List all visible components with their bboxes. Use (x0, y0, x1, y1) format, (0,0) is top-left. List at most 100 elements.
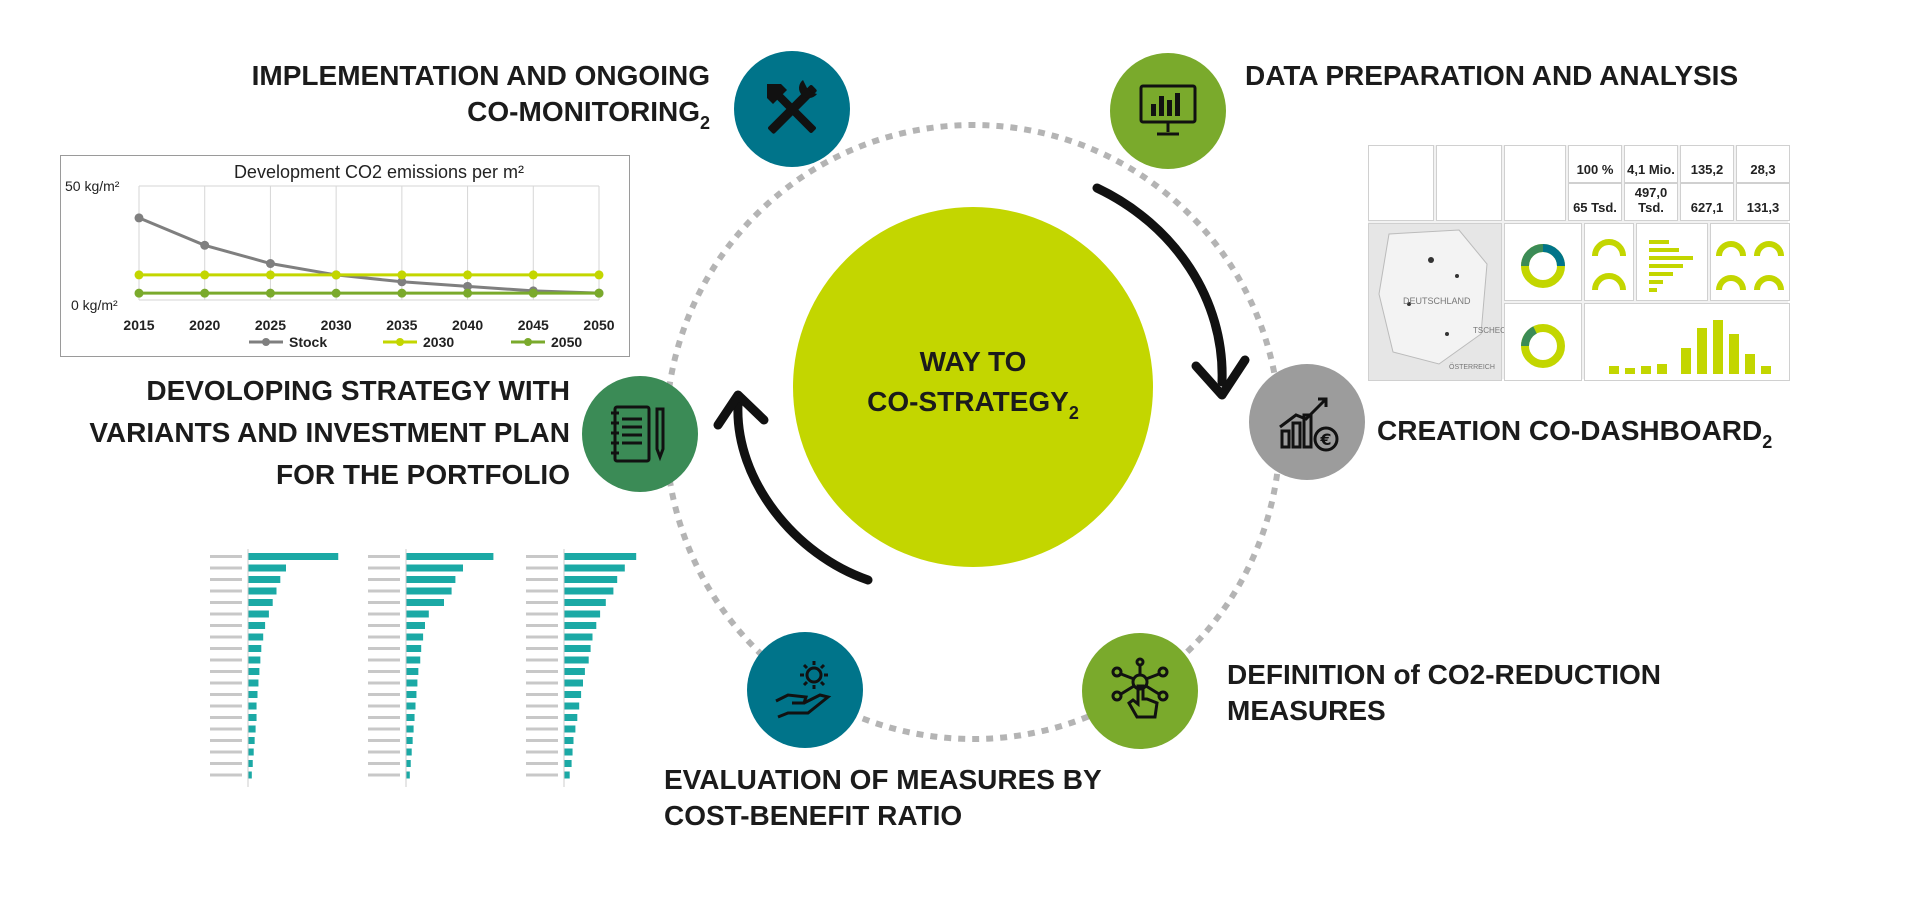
ranking-chart-3 (512, 537, 642, 797)
node-evaluation (747, 632, 863, 748)
x-tick-label: 2040 (452, 317, 483, 333)
ranking-bar (248, 702, 257, 710)
ranking-label-placeholder (210, 578, 242, 581)
ranking-label-placeholder (526, 762, 558, 765)
arrow-top-right-head (1191, 355, 1250, 400)
legend-marker (524, 338, 532, 346)
column-panel (1584, 303, 1790, 381)
ranking-label-placeholder (368, 762, 400, 765)
ranking-bar (406, 737, 413, 744)
data-point (200, 240, 210, 250)
node-implementation (734, 51, 850, 167)
data-point (594, 270, 604, 280)
arrow-top-right (1092, 183, 1227, 387)
node-definition (1082, 633, 1198, 749)
ranking-bar (406, 725, 414, 733)
data-point (200, 270, 210, 280)
gauge-panel-2 (1710, 223, 1790, 301)
gauge-charts (1592, 239, 1626, 291)
filter-panel-3 (1504, 145, 1566, 221)
data-point (134, 288, 144, 298)
ranking-bar (248, 587, 277, 595)
ranking-bar (248, 610, 269, 618)
center-line2: CO-STRATEGY2 (867, 385, 1079, 423)
map-label-at: ÖSTERREICH (1449, 364, 1495, 371)
ranking-label-placeholder (368, 681, 400, 685)
ranking-bar (406, 760, 411, 767)
ranking-bar (406, 553, 494, 560)
ranking-label-placeholder (526, 750, 558, 754)
ranking-bar (248, 679, 259, 687)
ranking-label-placeholder (368, 612, 400, 616)
ranking-label-placeholder (526, 693, 558, 696)
ranking-bar (248, 599, 273, 606)
ranking-bar (248, 668, 260, 675)
map-label-cz: TSCHEC (1473, 326, 1506, 335)
ranking-label-placeholder (526, 739, 558, 742)
data-point (463, 270, 473, 280)
ranking-bars-3 (526, 549, 637, 787)
gauge-panel (1584, 223, 1634, 301)
x-tick-label: 2050 (583, 317, 614, 333)
ranking-bar (406, 679, 418, 687)
donut-chart-2 (1521, 324, 1565, 368)
ranking-bar (406, 748, 412, 756)
hand-gear-icon (775, 661, 832, 719)
ranking-bar (564, 610, 601, 618)
ranking-label-placeholder (210, 624, 242, 627)
ranking-label-placeholder (210, 693, 242, 696)
label-definition: DEFINITION of CO2-REDUCTION MEASURES (1227, 659, 1661, 726)
legend-label: 2050 (551, 334, 582, 350)
ranking-label-placeholder (526, 773, 558, 777)
ranking-bar (564, 668, 585, 675)
x-tick-label: 2030 (321, 317, 352, 333)
hbar-chart (1649, 240, 1693, 292)
ranking-label-placeholder (210, 716, 242, 719)
ranking-label-placeholder (210, 739, 242, 742)
ranking-label-placeholder (368, 739, 400, 742)
ranking-bar (564, 725, 576, 733)
ranking-bar (248, 771, 252, 779)
ranking-bar (406, 714, 415, 721)
ranking-label-placeholder (526, 566, 558, 570)
ranking-label-placeholder (526, 578, 558, 581)
ranking-bar (406, 599, 444, 606)
legend-label: Stock (289, 334, 327, 350)
node-data-prep (1110, 53, 1226, 169)
data-point (200, 288, 210, 298)
ranking-bar (564, 576, 618, 583)
ranking-bars-2 (368, 549, 494, 787)
ranking-label-placeholder (210, 773, 242, 777)
ranking-label-placeholder (210, 555, 242, 558)
ranking-label-placeholder (526, 658, 558, 662)
ranking-label-placeholder (210, 635, 242, 639)
ranking-bar (564, 656, 589, 664)
gauge-charts-2 (1716, 241, 1784, 291)
growth-chart-euro-icon: € (1279, 397, 1339, 452)
ranking-label-placeholder (368, 601, 400, 604)
ranking-label-placeholder (368, 555, 400, 558)
ranking-label-placeholder (210, 681, 242, 685)
ranking-bar (406, 691, 417, 698)
node-strategy (582, 376, 698, 492)
ranking-label-placeholder (210, 727, 242, 731)
ranking-bar (248, 622, 266, 629)
label-strategy: DEVOLOPING STRATEGY WITH VARIANTS AND IN… (89, 375, 570, 490)
ranking-label-placeholder (526, 716, 558, 719)
data-point (594, 288, 604, 298)
ranking-bar (248, 760, 253, 767)
series-line-stock (138, 216, 600, 295)
ranking-label-placeholder (368, 716, 400, 719)
ranking-label-placeholder (368, 704, 400, 708)
ranking-label-placeholder (210, 647, 242, 650)
data-point (331, 270, 341, 280)
map-shapes (1378, 229, 1488, 365)
kpi-box: 135,2 (1680, 145, 1734, 183)
ranking-bar (406, 702, 416, 710)
ranking-label-placeholder (526, 612, 558, 616)
ranking-label-placeholder (526, 681, 558, 685)
x-tick-label: 2035 (386, 317, 417, 333)
center-circle: WAY TO CO-STRATEGY2 (793, 207, 1153, 567)
ranking-label-placeholder (368, 773, 400, 777)
